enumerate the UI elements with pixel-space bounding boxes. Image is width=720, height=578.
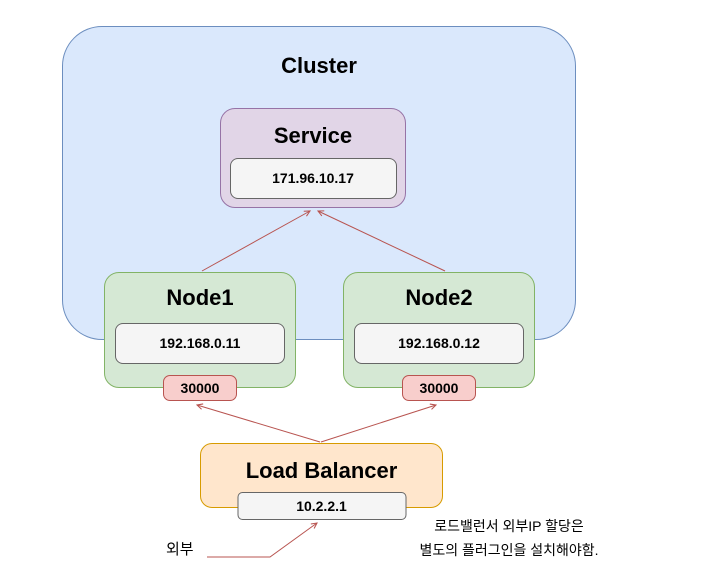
node1-port-badge: 30000 <box>163 375 237 401</box>
node1-title: Node1 <box>166 285 234 310</box>
service-ip-value: 171.96.10.17 <box>229 158 397 199</box>
annotation-text: 로드밸런서 외부IP 할당은 별도의 플러그인을 설치해야함. <box>392 514 626 562</box>
annotation-line2: 별도의 플러그인을 설치해야함. <box>419 542 599 558</box>
cluster-title: Cluster <box>281 53 357 78</box>
node2-port-badge: 30000 <box>402 375 476 401</box>
external-label: 외부 <box>166 541 194 558</box>
node2-box: Node2 192.168.0.12 30000 <box>343 272 535 401</box>
annotation-line1: 로드밸런서 외부IP 할당은 <box>434 518 584 534</box>
load-balancer-ip-value: 10.2.2.1 <box>237 492 406 520</box>
load-balancer-title: Load Balancer <box>245 458 398 483</box>
node2-ip-value: 192.168.0.12 <box>354 323 524 364</box>
edge-loadbalancer-to-node1-port <box>195 403 321 443</box>
node1-box: Node1 192.168.0.11 30000 <box>104 272 296 401</box>
node2-title: Node2 <box>405 285 473 310</box>
edge-external-to-loadbalancer-ip <box>207 522 318 558</box>
service-box: Service 171.96.10.17 <box>220 108 406 208</box>
edge-loadbalancer-to-node2-port <box>320 403 438 443</box>
load-balancer-box: Load Balancer 10.2.2.1 <box>200 443 443 520</box>
node1-ip-value: 192.168.0.11 <box>115 323 285 364</box>
service-title: Service <box>273 123 353 148</box>
